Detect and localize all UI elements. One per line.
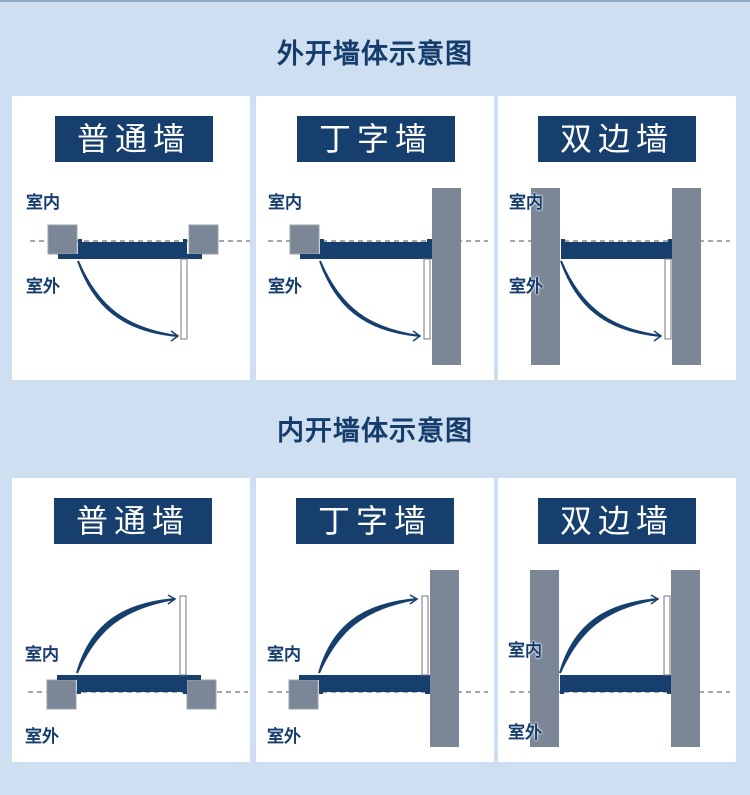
label-outdoor: 室外 (26, 277, 60, 297)
panel-outward-t-wall: 丁字墙 室内 室外 (256, 96, 494, 380)
label-indoor: 室内 (268, 193, 302, 213)
door-diagram (28, 594, 248, 710)
label-outdoor: 室外 (268, 277, 302, 297)
label-indoor: 室内 (267, 645, 301, 665)
door-diagram (268, 188, 488, 365)
label-outdoor: 室外 (25, 727, 59, 747)
panel-outward-ordinary-wall: 普通墙 室内 室外 (12, 96, 250, 380)
panel-title: 丁字墙 (297, 116, 455, 162)
section-title-inward: 内开墙体示意图 (277, 416, 473, 447)
panel-title: 丁字墙 (296, 498, 454, 544)
label-outdoor: 室外 (509, 277, 543, 297)
door-diagram (510, 570, 730, 747)
panel-inward-ordinary-wall: 普通墙 室内 室外 (12, 478, 250, 762)
panel-title: 双边墙 (538, 498, 696, 544)
door-diagram (30, 224, 250, 342)
door-diagram (268, 570, 488, 747)
panel-title: 普通墙 (55, 116, 213, 162)
panel-title: 双边墙 (538, 116, 696, 162)
label-outdoor: 室外 (508, 723, 542, 743)
label-indoor: 室内 (508, 641, 542, 661)
label-indoor: 室内 (509, 193, 543, 213)
label-indoor: 室内 (26, 193, 60, 213)
panel-inward-double-wall: 双边墙 室内 室外 (498, 478, 736, 762)
section-title-outward: 外开墙体示意图 (277, 39, 473, 70)
label-indoor: 室内 (25, 645, 59, 665)
panel-inward-t-wall: 丁字墙 室内 室外 (256, 478, 494, 762)
panel-title: 普通墙 (54, 498, 212, 544)
door-diagram (510, 188, 730, 365)
top-border (0, 0, 750, 2)
panel-outward-double-wall: 双边墙 室内 室外 (498, 96, 736, 380)
label-outdoor: 室外 (267, 727, 301, 747)
